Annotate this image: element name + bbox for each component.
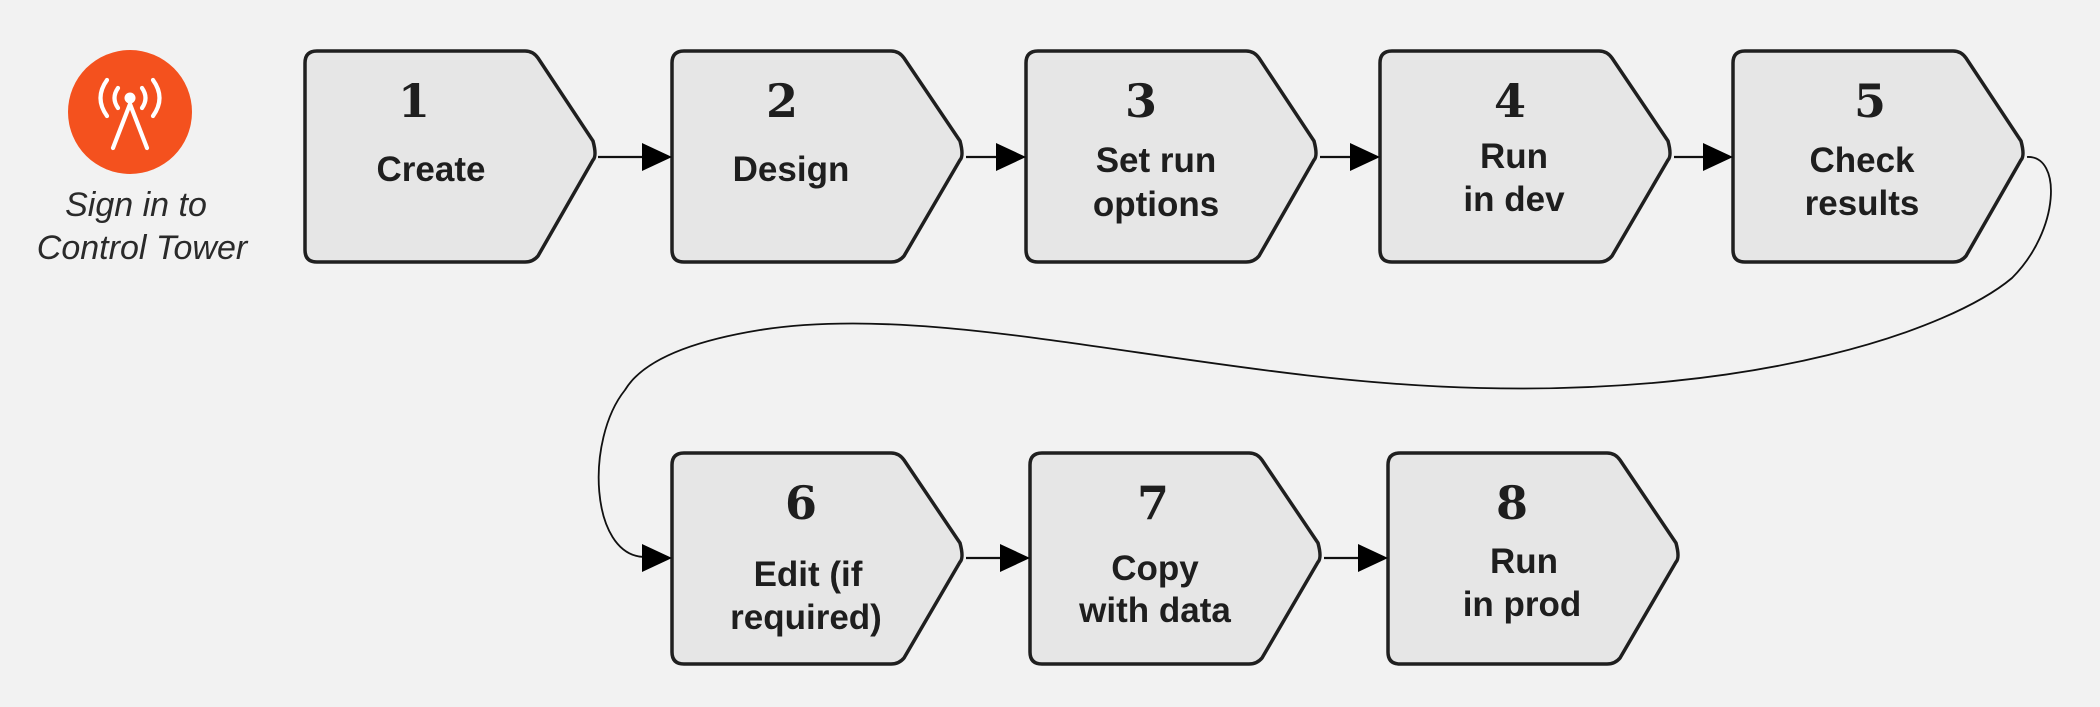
step-box-8[interactable]: 8 Run in prod [1386, 451, 1680, 666]
step-box-2[interactable]: 2 Design [670, 49, 964, 264]
step-box-3[interactable]: 3 Set run options [1024, 49, 1318, 264]
step-label-8-line1: Run [1490, 542, 1558, 581]
step-label-2-line1: Design [733, 150, 850, 189]
connector-7-to-8 [1324, 544, 1388, 572]
step-label-5-line2: results [1805, 184, 1920, 223]
step-label-1-line1: Create [377, 150, 486, 189]
step-number-6: 6 [785, 476, 817, 530]
step-label-6-line1: Edit (if [754, 555, 863, 594]
step-number-4: 4 [1494, 74, 1526, 128]
signin-label-line1: Sign in to [65, 186, 207, 224]
step-label-4-line1: Run [1480, 137, 1548, 176]
step-label-3-line1: Set run [1096, 141, 1217, 180]
step-number-3: 3 [1125, 74, 1157, 128]
step-number-8: 8 [1496, 476, 1528, 530]
step-label-7-line2: with data [1078, 591, 1231, 630]
connector-5-to-6 [597, 156, 2052, 572]
step-label-7-line1: Copy [1111, 549, 1199, 588]
connector-4-to-5 [1674, 143, 1733, 171]
step-label-5-line1: Check [1809, 141, 1915, 180]
connector-1-to-2 [598, 143, 672, 171]
connector-2-to-3 [966, 143, 1026, 171]
step-box-5[interactable]: 5 Check results [1731, 49, 2025, 264]
connector-3-to-4 [1320, 143, 1380, 171]
step-box-1[interactable]: 1 Create [303, 49, 597, 264]
step-number-2: 2 [766, 74, 798, 128]
control-tower-icon[interactable] [68, 50, 192, 174]
step-box-7[interactable]: 7 Copy with data [1028, 451, 1322, 666]
step-number-7: 7 [1137, 476, 1169, 530]
step-number-1: 1 [398, 74, 430, 128]
step-label-8-line2: in prod [1463, 585, 1582, 624]
step-label-4-line2: in dev [1463, 180, 1565, 219]
signin-group: Sign in to Control Tower [37, 50, 249, 267]
step-box-4[interactable]: 4 Run in dev [1378, 49, 1672, 264]
step-box-6[interactable]: 6 Edit (if required) [670, 451, 964, 666]
signin-label-line2: Control Tower [37, 229, 249, 267]
connector-6-to-7 [966, 544, 1030, 572]
step-label-3-line2: options [1093, 185, 1219, 224]
step-number-5: 5 [1854, 74, 1886, 128]
step-label-6-line2: required) [730, 598, 882, 637]
